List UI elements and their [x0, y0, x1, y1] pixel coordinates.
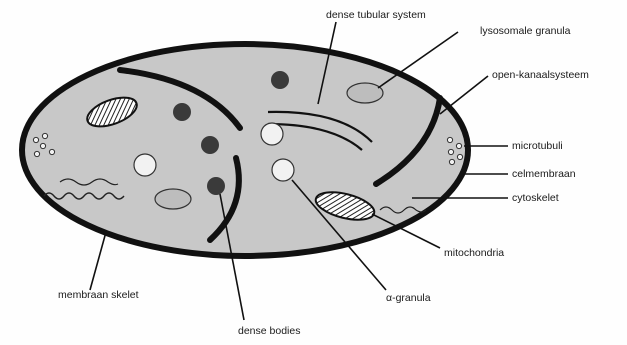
lysosomal-granule [155, 189, 191, 209]
leader-line-lysosomal [378, 32, 458, 88]
alpha-granule [134, 154, 156, 176]
platelet-cell-membrane [22, 44, 468, 256]
label-dense-bodies: dense bodies [238, 325, 300, 337]
label-cytoskelet: cytoskelet [512, 192, 559, 204]
label-dense-tubular-system: dense tubular system [326, 9, 426, 21]
leader-line-membraan-skelet [90, 232, 106, 290]
dense-body [207, 177, 225, 195]
label-open-kanaalsysteem: open-kanaalsysteem [492, 69, 589, 81]
label-celmembraan: celmembraan [512, 168, 576, 180]
alpha-granule [272, 159, 294, 181]
dense-body [271, 71, 289, 89]
label-lysosomale-granula: lysosomale granula [480, 25, 571, 37]
label-mitochondria: mitochondria [444, 247, 504, 259]
leader-line-open-canalicular [440, 76, 488, 114]
label-alpha-granula: α-granula [386, 292, 431, 304]
dense-body [201, 136, 219, 154]
label-membraan-skelet: membraan skelet [58, 289, 139, 301]
label-microtubuli: microtubuli [512, 140, 563, 152]
lysosomal-granule [347, 83, 383, 103]
alpha-granule [261, 123, 283, 145]
dense-body [173, 103, 191, 121]
